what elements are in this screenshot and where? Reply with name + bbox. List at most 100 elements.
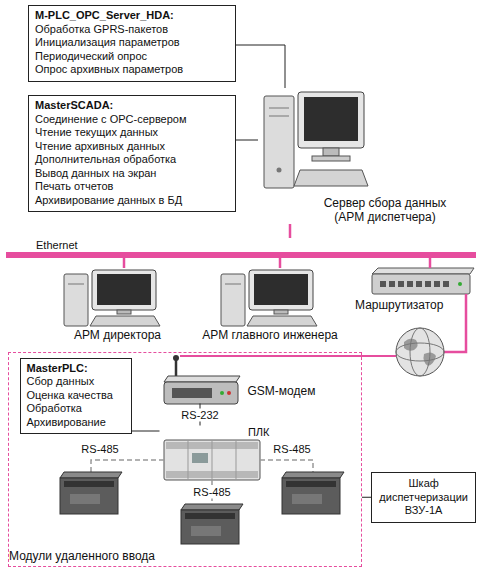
connector [132, 431, 160, 432]
node-text: Периодический опрос [35, 50, 229, 64]
module-body [181, 510, 239, 544]
screen [304, 97, 358, 141]
node-text: Сервер сбора данных (АРМ диспетчера) [310, 196, 460, 224]
node-text: Обработка [27, 402, 125, 416]
program-box: M-PLC_OPC_Server_HDA:Обработка GPRS-паке… [28, 5, 236, 82]
node-text: ПЛК [160, 426, 270, 439]
modem-top [164, 376, 240, 382]
modem-node: GSM-модем [160, 354, 320, 404]
modem-body [164, 382, 238, 404]
rs485-wire [91, 460, 164, 472]
node-text: Вывод данных на экран [35, 167, 229, 181]
node-text: Маршрутизатор [355, 298, 473, 312]
signal-label: RS-485 [271, 443, 312, 456]
monitor-base [312, 156, 350, 161]
tower-case [221, 274, 245, 326]
program-box: MasterSCADA:Соединение с OPC-серверомЧте… [28, 95, 236, 212]
monitor-stand [274, 310, 288, 314]
keyboard [90, 316, 160, 326]
box-heading: M-PLC_OPC_Server_HDA: [35, 9, 229, 23]
module-seam [236, 440, 237, 480]
node-text: Архивирование [27, 416, 125, 430]
port [443, 281, 449, 287]
node-text: Ethernet [36, 238, 476, 252]
router-body [372, 274, 470, 294]
plc-body [164, 440, 260, 480]
monitor [92, 270, 156, 310]
module-body [282, 478, 340, 514]
monitor [298, 92, 364, 148]
keyboard [247, 316, 317, 326]
workstation-node: АРМ директора [60, 268, 175, 342]
node-text: GSM-модем [248, 384, 320, 398]
port [389, 281, 395, 287]
plc-icon [164, 440, 260, 480]
router-icon [372, 268, 474, 294]
module-label [191, 526, 221, 536]
signal-label: RS-485 [191, 486, 232, 499]
terminal-block [286, 481, 336, 487]
box-heading: MasterPLC: [27, 362, 125, 376]
module-seam [188, 440, 189, 480]
status-led [458, 282, 462, 286]
node-text: АРМ директора [60, 328, 175, 342]
server-node: Сервер сбора данных (АРМ диспетчера) [258, 88, 472, 224]
tower-case [264, 96, 294, 188]
plc-display [192, 453, 208, 463]
tower-case [64, 274, 88, 326]
port [380, 281, 386, 287]
edge-label: RS-232 [179, 408, 220, 421]
drive-slot [269, 116, 289, 117]
globe-icon [396, 328, 444, 376]
module-top [181, 504, 243, 510]
screen [97, 274, 151, 305]
port [425, 281, 431, 287]
connector [123, 258, 126, 268]
monitor-stand [117, 310, 131, 314]
node-text: Инициализация параметров [35, 36, 229, 50]
server-computer-icon [264, 92, 368, 188]
node-text: Соединение с OPC-сервером [35, 113, 229, 127]
terminal-block [64, 481, 114, 487]
drive-slot [68, 284, 84, 285]
io-module-icon [181, 504, 243, 544]
signal-label: RS-485 [79, 443, 120, 456]
io-module-icon [60, 472, 122, 514]
node-text: АРМ главного инженера [195, 328, 345, 342]
callout-box: Шкаф диспетчеризации ВЗУ-1А [371, 472, 476, 523]
box-heading: MasterSCADA: [35, 99, 229, 113]
node-text: Обработка GPRS-пакетов [35, 23, 229, 37]
drive-slot [225, 284, 241, 285]
program-box: MasterPLC:Сбор данныхОценка качестваОбра… [20, 358, 132, 435]
port [407, 281, 413, 287]
node-text: Дополнительная обработка [35, 153, 229, 167]
gprs-link [180, 355, 396, 357]
connector [236, 140, 258, 141]
router-top [372, 268, 474, 274]
connector [236, 45, 285, 88]
status-led [227, 391, 231, 395]
router-node: Маршрутизатор [355, 268, 475, 314]
module-body [60, 478, 118, 514]
connector [279, 258, 282, 268]
connector [362, 497, 371, 498]
plc-node: ПЛК [160, 426, 272, 482]
label-holder: RS-485 [191, 486, 232, 499]
module-top [60, 472, 122, 478]
node-text: Сбор данных [27, 375, 125, 389]
node-text: Архивирование данных в БД [35, 194, 229, 208]
meridian [410, 328, 430, 376]
io-module-icon [282, 472, 344, 514]
connector [429, 258, 432, 268]
module-label [292, 494, 322, 504]
parallel [396, 343, 444, 361]
globe [396, 328, 444, 376]
module-label [70, 494, 100, 504]
port [398, 281, 404, 287]
monitor [249, 270, 313, 310]
node-text: Печать отчетов [35, 180, 229, 194]
module-seam [212, 440, 213, 480]
terminal-block [185, 513, 235, 519]
